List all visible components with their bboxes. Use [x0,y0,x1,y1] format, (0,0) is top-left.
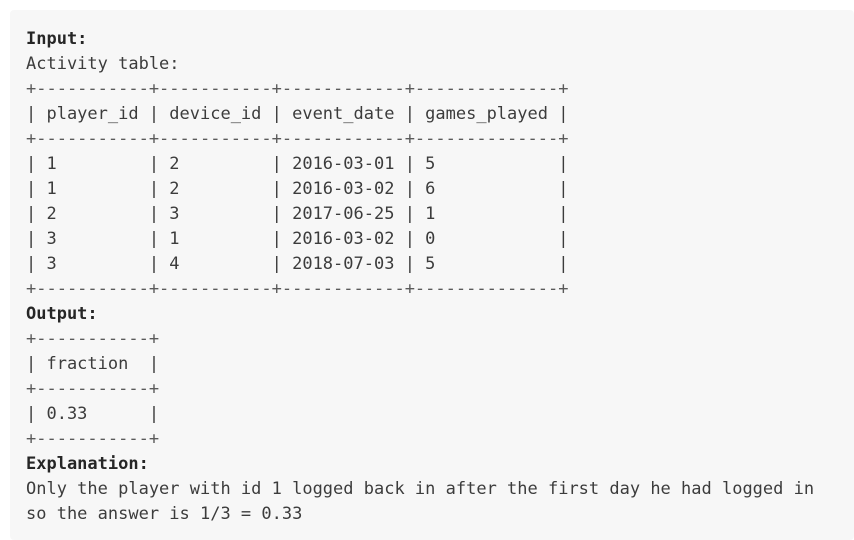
table-border-bottom: +-----------+-----------+------------+--… [26,279,569,299]
explanation-heading: Explanation: [26,454,149,474]
table-border-header: +-----------+-----------+------------+--… [26,129,569,149]
table-row: | 1 | 2 | 2016-03-02 | 6 | [26,179,569,199]
output-border-top: +-----------+ [26,329,160,349]
output-heading: Output: [26,304,98,324]
output-header-row: | fraction | [26,354,160,374]
table-header-row: | player_id | device_id | event_date | g… [26,104,569,124]
output-value-row: | 0.33 | [26,404,160,424]
example-code-block: Input: Activity table: +-----------+----… [10,10,854,540]
table-border-top: +-----------+-----------+------------+--… [26,79,569,99]
output-border-header: +-----------+ [26,379,160,399]
output-border-bottom: +-----------+ [26,429,160,449]
table-row: | 2 | 3 | 2017-06-25 | 1 | [26,204,569,224]
table-caption: Activity table: [26,54,180,74]
explanation-text: so the answer is 1/3 = 0.33 [26,504,303,524]
table-row: | 3 | 1 | 2016-03-02 | 0 | [26,229,569,249]
table-row: | 1 | 2 | 2016-03-01 | 5 | [26,154,569,174]
explanation-text: Only the player with id 1 logged back in… [26,479,815,499]
input-heading: Input: [26,29,88,49]
table-row: | 3 | 4 | 2018-07-03 | 5 | [26,254,569,274]
